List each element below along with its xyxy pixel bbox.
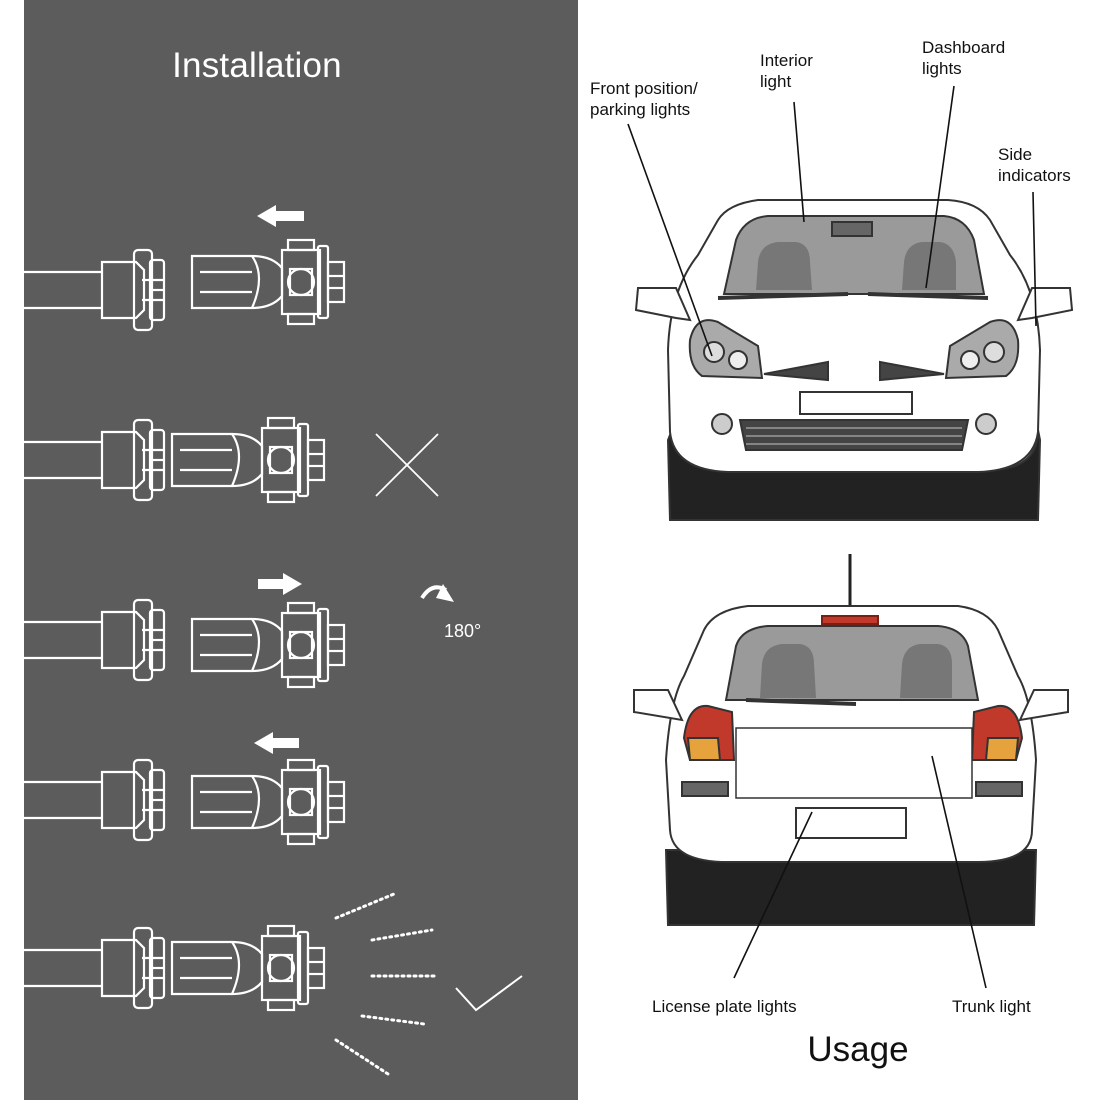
step-3-rotate-push [24,573,454,689]
rear-callout-lines [733,755,987,989]
light-rays [334,892,436,1076]
dashboard-lights-callout: Dashboard lights [922,38,1006,78]
arrow-left-icon [257,205,304,227]
usage-panel: Front position/ parking lights Interior … [578,0,1100,1100]
rotation-180-label: 180° [444,621,482,641]
front-position-callout: Front position/ parking lights [590,79,698,119]
front-callout-lines [627,85,1037,357]
side-indicators-callout: Side indicators [998,145,1071,185]
installation-title: Installation [172,46,342,85]
step-1-pull-out [24,205,346,332]
cross-icon [375,433,439,497]
arrow-right-icon [258,573,302,595]
usage-title: Usage [807,1030,909,1069]
arrow-left-icon [254,732,299,754]
step-2-wrong-insertion [24,416,439,504]
trunk-light-callout: Trunk light [952,997,1031,1016]
step-4-pull-out [24,732,346,846]
car-rear-view [633,554,1069,926]
interior-light-callout: Interior light [760,51,813,91]
step-5-correct-insertion [24,892,523,1076]
installation-steps-drawing [24,205,523,1076]
car-front-view [634,199,1074,521]
installation-panel: Installation [24,0,578,1100]
usage-drawing [627,85,1074,989]
rotate-180-icon [420,584,454,602]
check-icon [455,975,523,1012]
license-plate-lights-callout: License plate lights [652,997,797,1016]
